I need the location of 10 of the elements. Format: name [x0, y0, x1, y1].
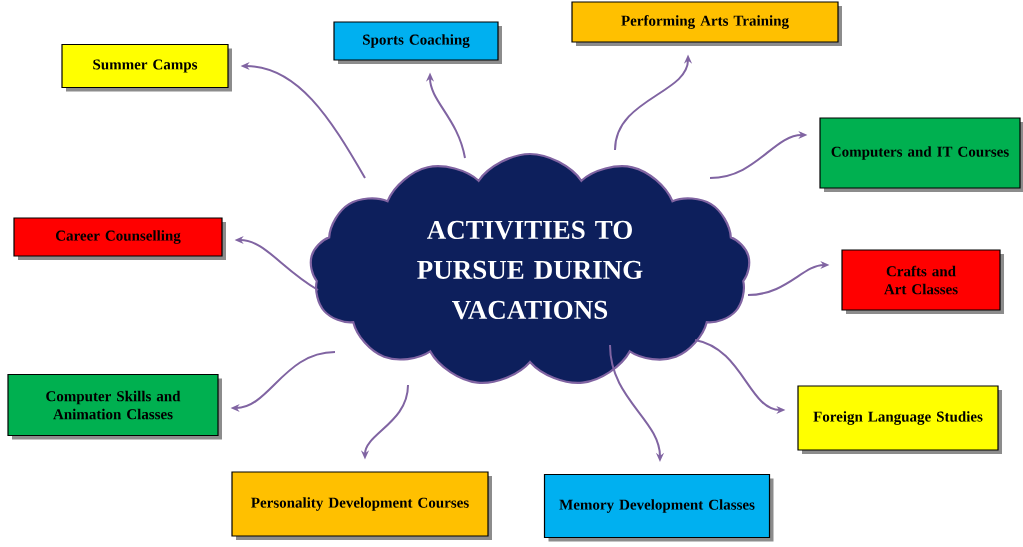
- label-box: Crafts and Art Classes: [841, 249, 1004, 314]
- label-box: Sports Coaching: [333, 21, 502, 64]
- label-box: Summer Camps: [61, 43, 232, 92]
- label-box: Computer Skills and Animation Classes: [7, 373, 222, 440]
- label-box: Foreign Language Studies: [797, 385, 1002, 454]
- label-box: Career Counselling: [13, 217, 226, 260]
- label-box: Performing Arts Training: [571, 1, 842, 46]
- label-box: Memory Development Classes: [543, 473, 774, 542]
- label-box: Computers and IT Courses: [819, 117, 1023, 192]
- label-box: Personality Development Courses: [231, 471, 492, 540]
